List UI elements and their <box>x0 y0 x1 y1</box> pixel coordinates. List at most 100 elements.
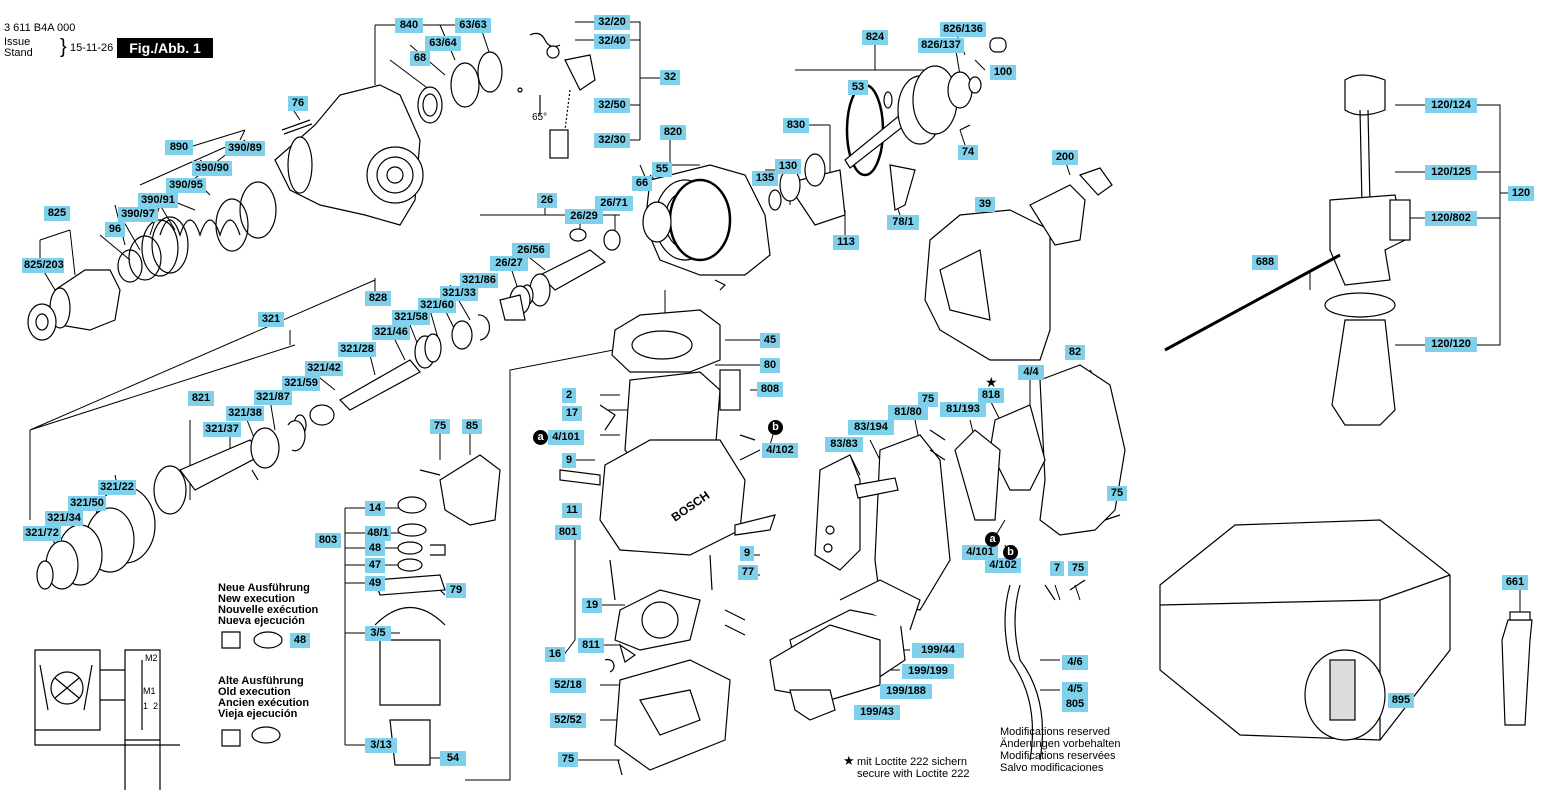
part-label: 199/188 <box>880 684 932 699</box>
part-label: 75 <box>558 752 578 767</box>
part-label: 321/38 <box>226 406 264 421</box>
part-label: 321/59 <box>282 376 320 391</box>
part-label: 321/28 <box>338 342 376 357</box>
loctite-en: secure with Loctite 222 <box>857 768 970 780</box>
part-label: 4/6 <box>1062 655 1088 670</box>
part-label: 85 <box>462 419 482 434</box>
issue-label: Issue <box>4 36 31 48</box>
old-version-en: Old execution <box>218 686 291 698</box>
part-label: 120/802 <box>1425 211 1477 226</box>
part-label: 4/4 <box>1018 365 1044 380</box>
part-label: 2 <box>562 388 576 403</box>
part-label: 48 <box>290 633 310 648</box>
brace: } <box>60 36 67 58</box>
part-label: 26/71 <box>595 196 633 211</box>
part-label: 688 <box>1252 255 1278 270</box>
part-label: 3/13 <box>365 738 397 753</box>
part-label: 321/86 <box>460 273 498 288</box>
part-label: 4/101 <box>962 545 998 560</box>
issue-date: 15-11-26 <box>70 42 114 54</box>
part-label: 390/89 <box>225 141 265 156</box>
part-label: 321/72 <box>23 526 61 541</box>
part-label: 75 <box>1107 486 1127 501</box>
part-label: 4/5 <box>1062 682 1088 697</box>
modifications-de: Änderungen vorbehalten <box>1000 738 1121 750</box>
part-label: 63/63 <box>455 18 491 33</box>
wiring-t1: 1 <box>143 701 149 711</box>
new-version-fr: Nouvelle exécution <box>218 604 319 616</box>
part-label: 890 <box>165 140 193 155</box>
part-label: 77 <box>738 565 758 580</box>
part-label: 26/27 <box>490 256 528 271</box>
part-label: 828 <box>365 291 391 306</box>
old-version-de: Alte Ausführung <box>218 675 304 687</box>
figure-label: Fig./Abb. 1 <box>117 38 213 58</box>
part-label: 825 <box>44 206 70 221</box>
part-label: 63/64 <box>425 36 461 51</box>
part-label: 32 <box>660 70 680 85</box>
loctite-de: mit Loctite 222 sichern <box>857 756 968 768</box>
document-number: 3 611 B4A 000 <box>4 22 76 34</box>
part-label: 76 <box>288 96 308 111</box>
part-label: 39 <box>975 197 995 212</box>
part-label: 78/1 <box>887 215 919 230</box>
part-label: 66 <box>632 176 652 191</box>
modifications-en: Modifications reserved <box>1000 726 1111 738</box>
old-version-fr: Ancien exécution <box>218 697 310 709</box>
part-label: 321/22 <box>98 480 136 495</box>
part-label: 11 <box>562 503 582 518</box>
part-label: 199/44 <box>912 643 964 658</box>
marker-b: b <box>1003 545 1018 560</box>
part-label: 52/52 <box>550 713 586 728</box>
part-label: 32/50 <box>594 98 630 113</box>
part-label: 321/37 <box>203 422 241 437</box>
part-label: 3/5 <box>365 626 391 641</box>
part-label: 840 <box>395 18 423 33</box>
part-label: 390/97 <box>118 207 158 222</box>
part-label: 801 <box>555 525 581 540</box>
part-label: 321/60 <box>418 298 456 313</box>
loctite-star-icon: ★ <box>985 374 998 390</box>
part-label: 47 <box>365 558 385 573</box>
part-label: 130 <box>775 159 801 174</box>
part-label: 818 <box>978 388 1004 403</box>
part-label: 321/34 <box>45 511 83 526</box>
part-label: 390/95 <box>166 178 206 193</box>
part-label: 48 <box>365 541 385 556</box>
part-label: 75 <box>1068 561 1088 576</box>
marker-a: a <box>533 430 548 445</box>
part-label: 75 <box>430 419 450 434</box>
part-label: 81/80 <box>888 405 928 420</box>
old-version-es: Vieja ejecución <box>218 708 298 720</box>
part-label: 120/120 <box>1425 337 1477 352</box>
part-label: 83/83 <box>825 437 863 452</box>
part-label: 26/29 <box>565 209 603 224</box>
part-label: 321/42 <box>305 361 343 376</box>
stand-label: Stand <box>4 47 33 59</box>
part-label: 824 <box>862 30 888 45</box>
part-label: 79 <box>446 583 466 598</box>
part-label: 14 <box>365 501 385 516</box>
part-label: 19 <box>582 598 602 613</box>
part-label: 26/56 <box>512 243 550 258</box>
part-label: 120/125 <box>1425 165 1477 180</box>
new-version-de: Neue Ausführung <box>218 582 310 594</box>
part-label: 45 <box>760 333 780 348</box>
part-label: 96 <box>105 222 125 237</box>
part-label: 32/30 <box>594 133 630 148</box>
part-label: 321/50 <box>68 496 106 511</box>
part-label: 32/40 <box>594 34 630 49</box>
part-label: 48/1 <box>365 526 391 541</box>
part-label: 26 <box>537 193 557 208</box>
part-label: 4/102 <box>762 443 798 458</box>
part-label: 83/194 <box>848 420 894 435</box>
part-label: 9 <box>562 453 576 468</box>
part-label: 199/199 <box>902 664 954 679</box>
part-label: 200 <box>1052 150 1078 165</box>
part-label: 803 <box>315 533 341 548</box>
part-label: 113 <box>833 235 859 250</box>
part-label: 74 <box>958 145 978 160</box>
angle-label: 65° <box>532 112 547 123</box>
part-label: 32/20 <box>594 15 630 30</box>
